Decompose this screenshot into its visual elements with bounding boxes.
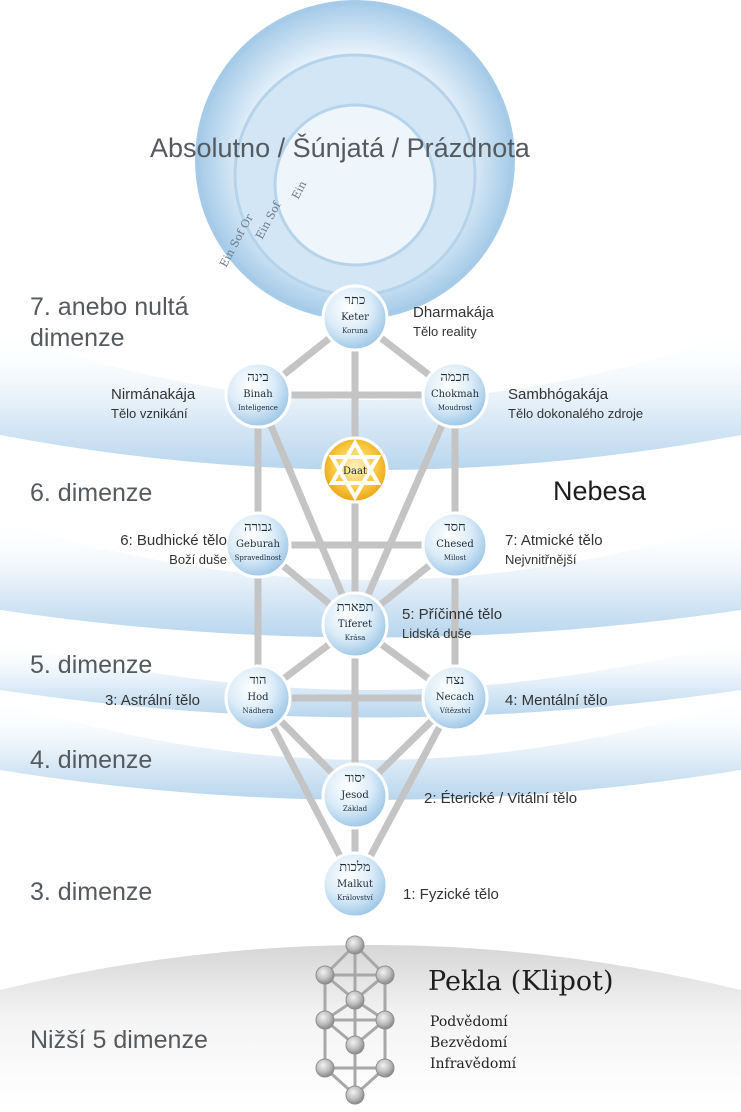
dimension-7-line1: 7. anebo nultá — [30, 293, 189, 321]
dharmakaya-sub: Tělo reality — [413, 324, 477, 339]
geburah-meaning: Spravedlnost — [235, 554, 282, 562]
dimension-6: 6. dimenze — [30, 479, 153, 507]
dharmakaya-title: Dharmakája — [413, 304, 494, 321]
hod-meaning: Nádhera — [243, 707, 274, 715]
etheric-title: 2: Éterické / Vitální tělo — [424, 790, 578, 807]
absolute-halo — [195, 0, 515, 320]
atmic-title: 7: Atmické tělo — [505, 532, 603, 549]
keter-meaning: Koruna — [342, 327, 368, 335]
band-6 — [0, 520, 741, 638]
jesod-name: Jesod — [340, 790, 369, 801]
klipot-tree — [315, 935, 395, 1105]
buddhic-title: 6: Budhické tělo — [120, 532, 227, 549]
heaven-label: Nebesa — [553, 476, 647, 506]
hell-item: Podvědomí — [430, 1014, 508, 1030]
atmic-sub: Nejvnitřnější — [505, 552, 577, 567]
hod-name: Hod — [247, 692, 269, 703]
nirmanakaya-sub: Tělo vznikání — [111, 406, 188, 421]
dimension-lower: Nižší 5 dimenze — [30, 1026, 208, 1054]
jesod-meaning: Základ — [343, 805, 368, 813]
malkut-name: Malkut — [337, 879, 373, 890]
sefirah-keter: כתר Keter Koruna — [321, 284, 389, 352]
geburah-name: Geburah — [236, 539, 280, 550]
sambhogakaya-sub: Tělo dokonalého zdroje — [508, 406, 644, 421]
band-4 — [0, 700, 741, 800]
chokmah-meaning: Moudrost — [438, 404, 473, 412]
daat-label: Daat — [343, 466, 367, 477]
sefirah-necach: נצח Necach Vítězství — [421, 664, 489, 732]
sefirah-tiferet: תפארת Tiferet Krása — [321, 591, 389, 659]
dimension-bands — [0, 330, 741, 1107]
keter-name: Keter — [341, 312, 369, 323]
buddhic-sub: Boží duše — [169, 552, 227, 567]
absolute-title: Absolutno / Šúnjatá / Prázdnota — [150, 133, 530, 163]
chesed-name: Chesed — [436, 539, 474, 550]
hod-hebrew: הוד — [249, 673, 266, 688]
band-hell — [0, 945, 741, 1107]
tiferet-hebrew: תפארת — [337, 600, 374, 615]
jesod-hebrew: יסוד — [345, 771, 365, 786]
physical-title: 1: Fyzické tělo — [403, 886, 499, 903]
causal-title: 5: Příčinné tělo — [402, 606, 503, 623]
astral-title: 3: Astrální tělo — [104, 692, 200, 709]
dimension-4: 4. dimenze — [30, 746, 153, 774]
daat-node: Daat — [321, 436, 389, 504]
sefirah-geburah: גבורה Geburah Spravedlnost — [224, 511, 292, 579]
nirmanakaya-title: Nirmánakája — [111, 386, 196, 403]
hell-item: Infravědomí — [430, 1056, 517, 1072]
sefirah-chesed: חסד Chesed Milost — [421, 511, 489, 579]
necach-hebrew: נצח — [446, 673, 465, 688]
dimension-3: 3. dimenze — [30, 878, 153, 906]
malkut-meaning: Království — [337, 894, 374, 902]
hell-title: Pekla (Klipot) — [428, 966, 614, 997]
keter-hebrew: כתר — [345, 293, 366, 308]
necach-meaning: Vítězství — [439, 707, 471, 715]
hell-list: Podvědomí Bezvědomí Infravědomí — [430, 1012, 516, 1075]
chesed-meaning: Milost — [444, 554, 466, 562]
geburah-hebrew: גבורה — [244, 520, 272, 535]
chokmah-name: Chokmah — [431, 389, 480, 400]
mental-title: 4: Mentální tělo — [505, 692, 608, 709]
binah-meaning: Inteligence — [238, 404, 278, 412]
sambhogakaya-title: Sambhógakája — [508, 386, 609, 403]
chesed-hebrew: חסד — [444, 520, 465, 535]
ring-ein — [273, 103, 437, 267]
hell-item: Bezvědomí — [430, 1035, 508, 1051]
causal-sub: Lidská duše — [402, 626, 472, 641]
sefirah-chokmah: חכמה Chokmah Moudrost — [421, 361, 489, 429]
band-5 — [0, 640, 741, 718]
malkut-hebrew: מלכות — [339, 860, 371, 875]
star-of-david-icon — [328, 438, 382, 485]
band-7 — [0, 330, 741, 470]
necach-name: Necach — [436, 692, 475, 703]
binah-name: Binah — [243, 389, 273, 400]
chokmah-hebrew: חכמה — [440, 370, 469, 385]
sefirah-hod: הוד Hod Nádhera — [224, 664, 292, 732]
tiferet-meaning: Krása — [345, 634, 366, 642]
sefirah-jesod: יסוד Jesod Základ — [321, 762, 389, 830]
tiferet-name: Tiferet — [338, 619, 372, 630]
dimension-7-line2: dimenze — [30, 324, 125, 352]
binah-hebrew: בינה — [247, 370, 268, 385]
dimension-5: 5. dimenze — [30, 651, 153, 679]
sefirah-malkut: מלכות Malkut Království — [321, 851, 389, 919]
sefirah-binah: בינה Binah Inteligence — [224, 361, 292, 429]
